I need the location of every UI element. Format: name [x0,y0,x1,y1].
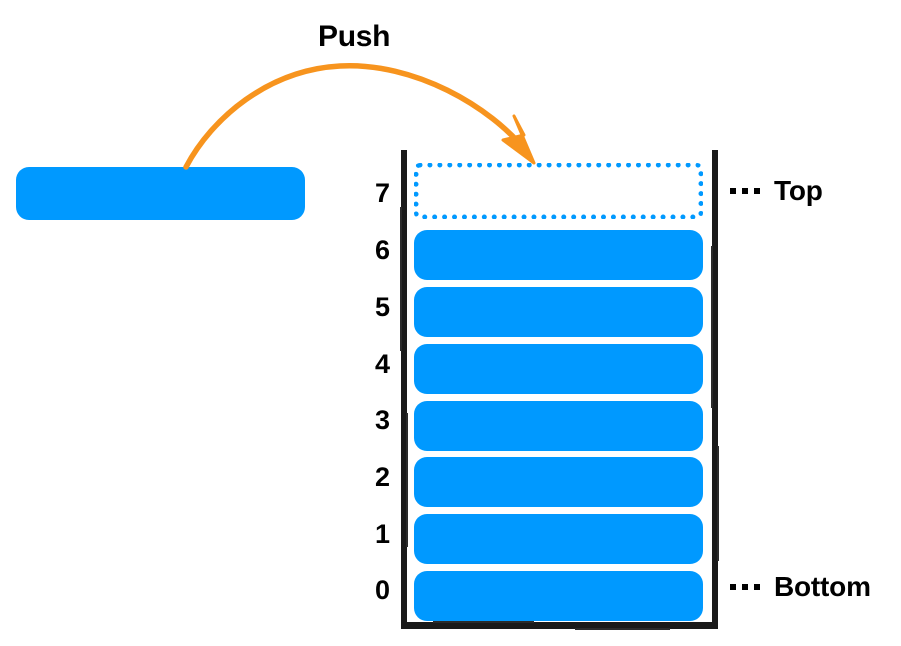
stack-slot-2[interactable] [414,457,703,507]
incoming-block [16,167,305,220]
stack-index-1: 1 [374,519,390,549]
ellipsis-icon [730,188,760,194]
top-label: Top [774,175,823,206]
stack-container [398,146,722,632]
push-label: Push [318,20,391,53]
stack-index-3: 3 [374,405,390,435]
stack-slot-6[interactable] [414,230,703,280]
stack-index-0: 0 [374,575,390,605]
top-annotation: Top [730,177,823,205]
stack-slot-4[interactable] [414,344,703,394]
stack-slot-7[interactable] [414,163,703,219]
stack-slot-3[interactable] [414,401,703,451]
stack-index-7: 7 [374,178,390,208]
stack-slot-1[interactable] [414,514,703,564]
stack-index-5: 5 [374,292,390,322]
bottom-annotation: Bottom [730,573,871,601]
stack-slot-5[interactable] [414,287,703,337]
stack-index-6: 6 [374,235,390,265]
stack-left-wall [400,150,408,628]
stack-right-wall [711,150,719,628]
bottom-label: Bottom [774,571,871,602]
stack-index-4: 4 [374,349,390,379]
ellipsis-icon [730,584,760,590]
stack-bottom-wall [401,621,718,630]
stack-slot-0[interactable] [414,571,703,621]
stack-index-2: 2 [374,462,390,492]
